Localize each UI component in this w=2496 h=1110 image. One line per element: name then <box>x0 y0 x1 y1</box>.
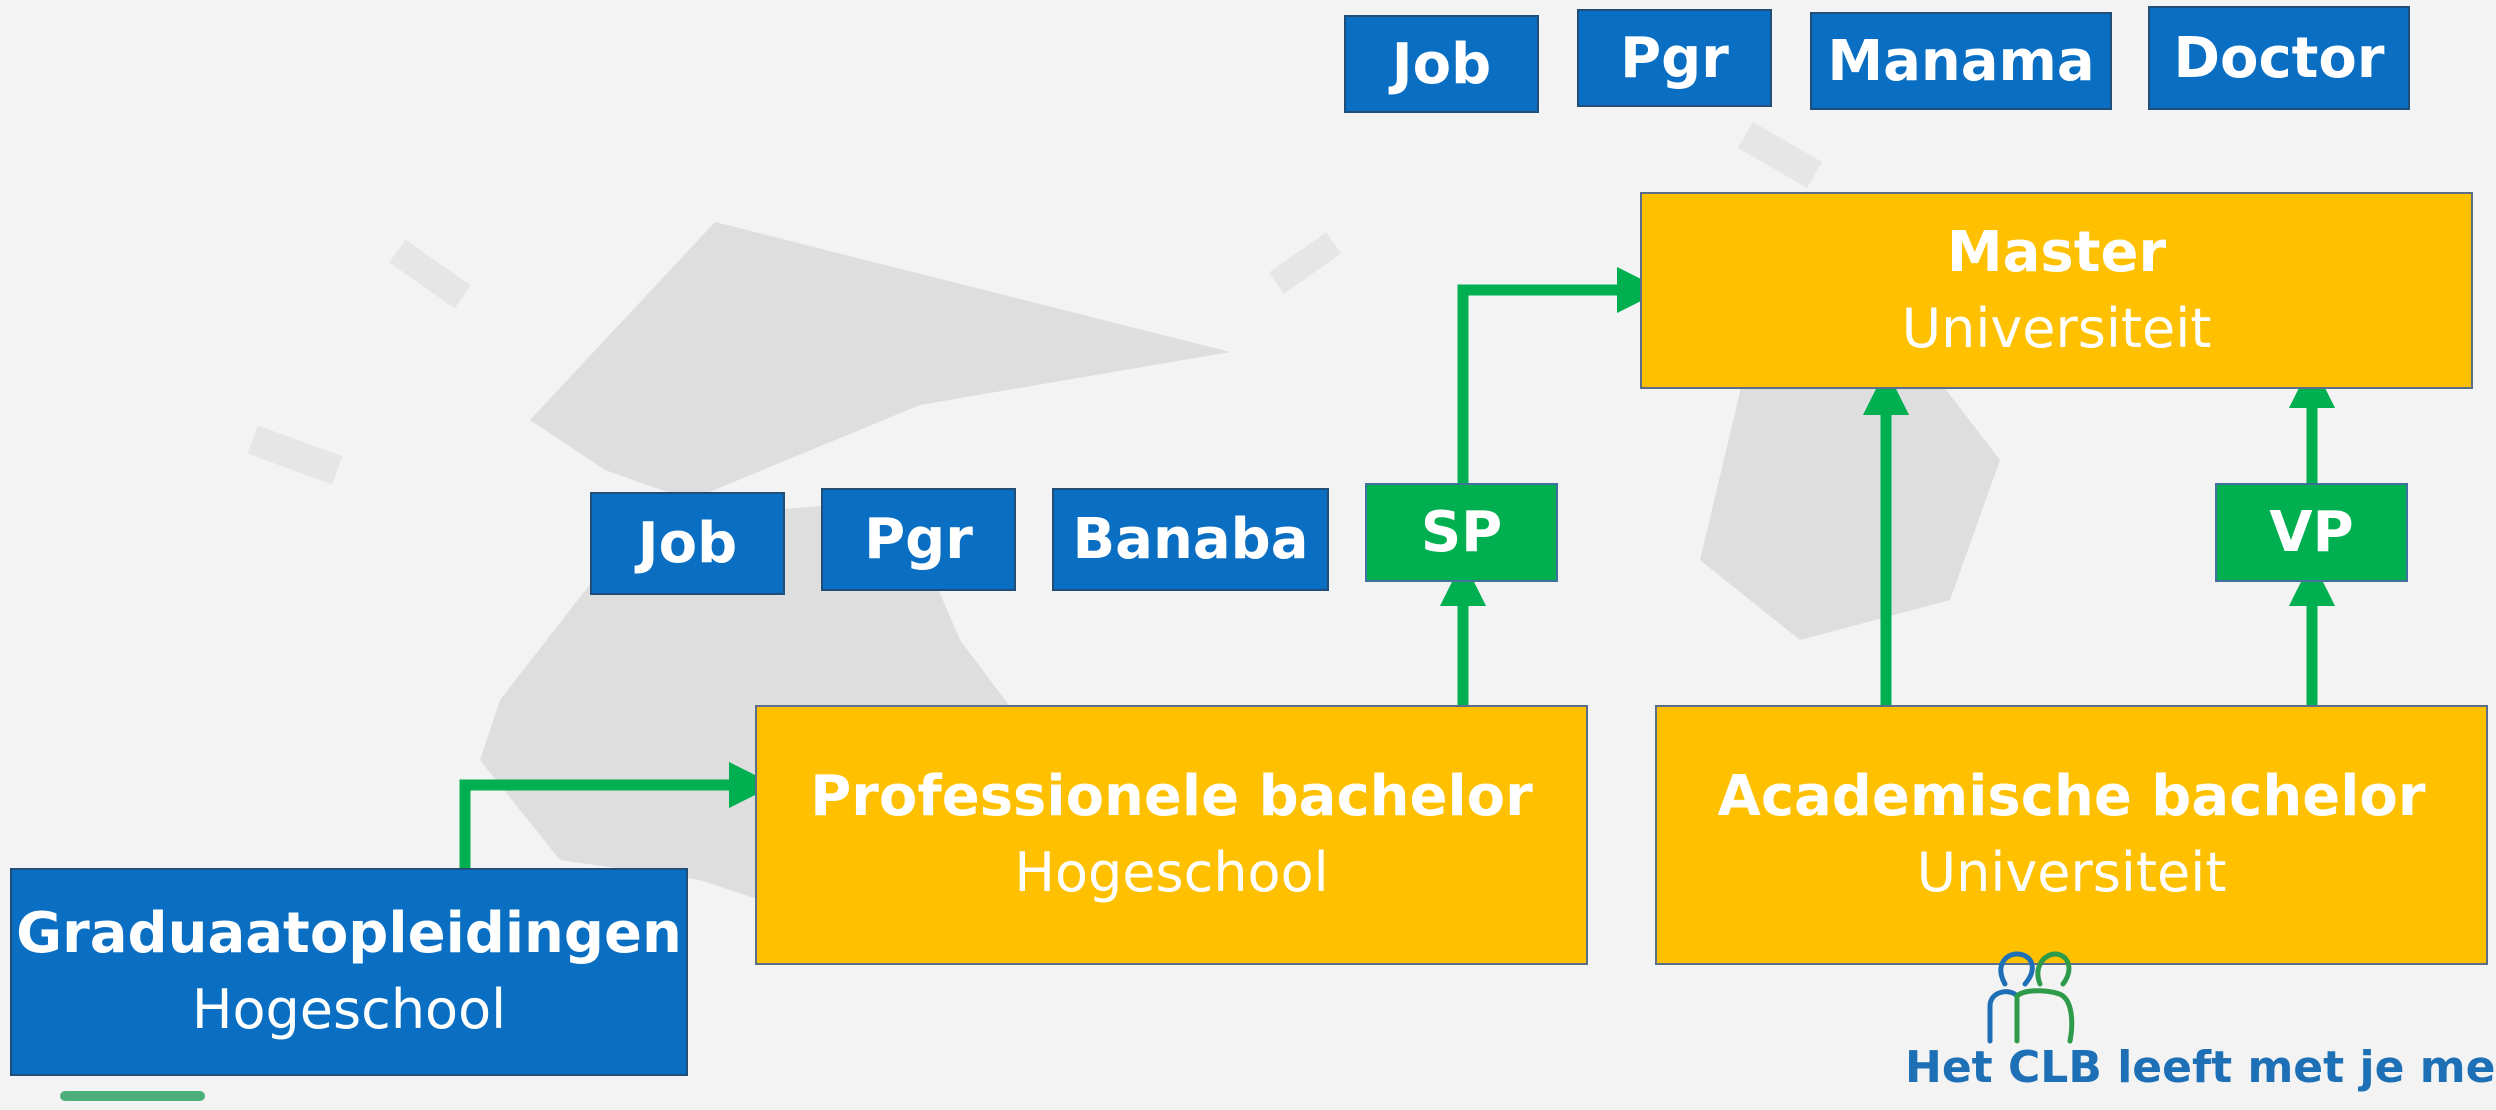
acad-bachelor-subtitle: Universiteit <box>1916 841 2227 904</box>
acad-bachelor-box: Academische bachelor Universiteit <box>1655 705 2488 965</box>
mid-pgr-box: Pgr <box>821 488 1016 591</box>
top-pgr-box: Pgr <box>1577 9 1772 107</box>
master-title: Master <box>1946 219 2167 285</box>
master-subtitle: Universiteit <box>1901 296 2212 360</box>
manama-box: Manama <box>1810 12 2112 110</box>
graduaat-box: Graduaatopleidingen Hogeschool <box>10 868 688 1076</box>
prof-bachelor-subtitle: Hogeschool <box>1014 841 1329 904</box>
graduaat-subtitle: Hogeschool <box>191 978 507 1041</box>
acad-bachelor-title: Academische bachelor <box>1717 764 2426 829</box>
logo-text: Het CLB leeft met je mee <box>1905 1042 2496 1093</box>
vp-box: VP <box>2215 483 2408 582</box>
master-box: Master Universiteit <box>1640 192 2473 389</box>
decorative-underline <box>60 1091 205 1101</box>
banaba-box: Banaba <box>1052 488 1329 591</box>
prof-bachelor-box: Professionele bachelor Hogeschool <box>755 705 1588 965</box>
sp-box: SP <box>1365 483 1558 582</box>
doctor-box: Doctor <box>2148 6 2410 110</box>
graduaat-title: Graduaatopleidingen <box>16 901 682 966</box>
top-job-box: Job <box>1344 15 1539 113</box>
mid-job-box: Job <box>590 492 785 595</box>
prof-bachelor-title: Professionele bachelor <box>810 764 1533 829</box>
clb-logo-icon <box>1987 951 2075 1044</box>
